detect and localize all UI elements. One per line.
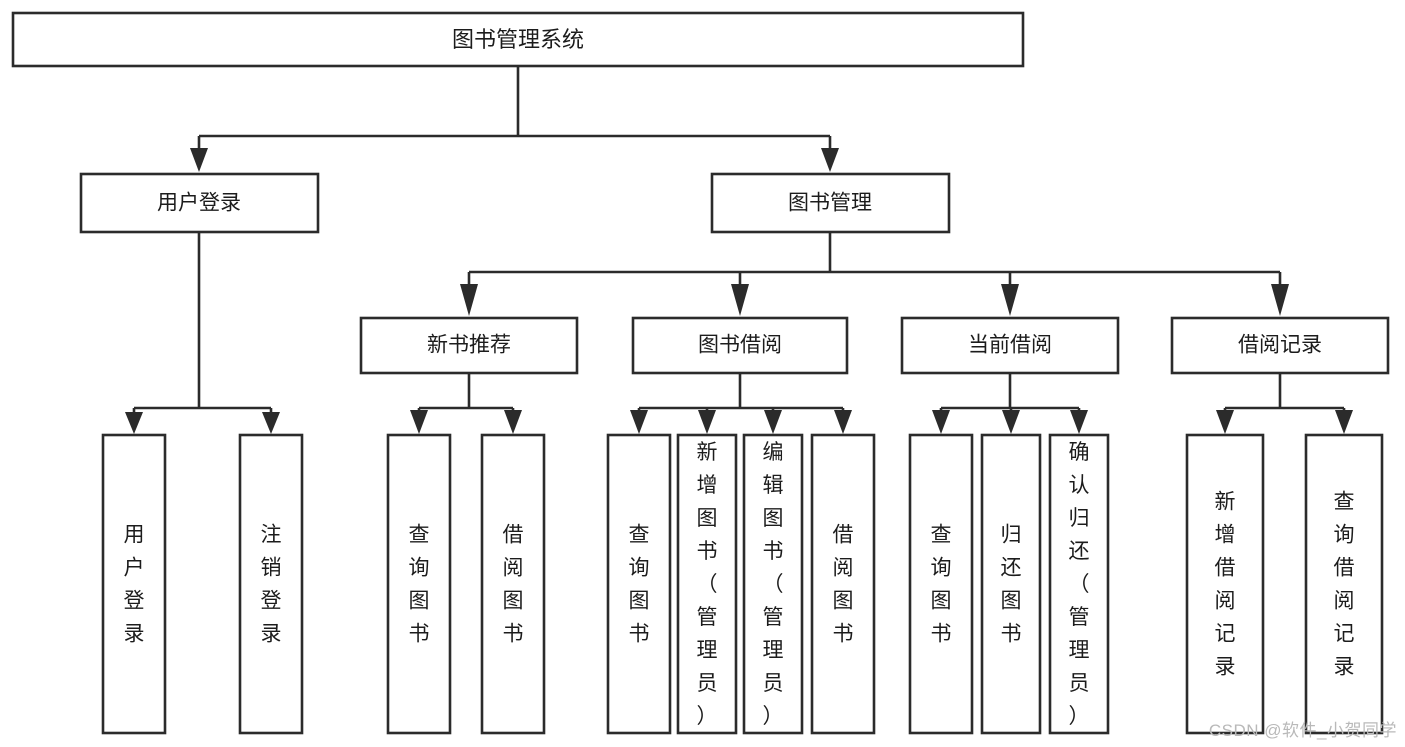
node-leaf-borrow-book-2[interactable]: 借阅图书	[810, 433, 876, 735]
arrow-head-new-book-recommend	[460, 284, 478, 316]
node-leaf-add-book[interactable]: 新增图书（管理员）	[676, 433, 738, 735]
node-new-book-recommend[interactable]: 新书推荐	[359, 316, 579, 375]
arrow-head-leaf-confirm-return	[1070, 410, 1088, 434]
leaf-node-layer: 用户登录 注销登录 查询图书 借阅图书 查询图书 新增图书（管理员） 编辑图书（管理员） 借阅…	[101, 433, 1384, 735]
node-leaf-borrow-book-1-label: 借阅图书	[503, 524, 524, 646]
node-leaf-borrow-book-1[interactable]: 借阅图书	[480, 433, 546, 735]
node-leaf-add-record-label: 新增借阅记录	[1215, 491, 1236, 679]
node-leaf-query-book-3[interactable]: 查询图书	[908, 433, 974, 735]
node-root-box[interactable]	[11, 11, 1025, 68]
node-new-book-recommend-box[interactable]	[359, 316, 579, 375]
node-leaf-borrow-book-2-box[interactable]	[810, 433, 876, 735]
arrow-head-user-login	[190, 148, 208, 172]
node-book-borrow-box[interactable]	[631, 316, 849, 375]
node-leaf-add-record-box[interactable]	[1185, 433, 1265, 735]
node-user-login-box[interactable]	[79, 172, 320, 234]
node-leaf-user-login-box[interactable]	[101, 433, 167, 735]
node-leaf-add-book-label: 新增图书（管理员）	[697, 441, 718, 728]
arrow-head-leaf-query-record	[1335, 410, 1353, 434]
arrow-head-leaf-user-login	[125, 412, 143, 434]
node-new-book-recommend-label: 新书推荐	[427, 334, 511, 357]
arrow-head-leaf-query-book-2	[630, 410, 648, 434]
node-leaf-confirm-return-label: 确认归还（管理员）	[1069, 441, 1090, 728]
arrow-head-leaf-query-book-3	[932, 410, 950, 434]
node-leaf-query-book-2[interactable]: 查询图书	[606, 433, 672, 735]
node-current-borrow[interactable]: 当前借阅	[900, 316, 1120, 375]
node-book-management-label: 图书管理	[788, 192, 872, 215]
node-leaf-confirm-return[interactable]: 确认归还（管理员）	[1048, 433, 1110, 735]
node-current-borrow-box[interactable]	[900, 316, 1120, 375]
node-leaf-user-login-label: 用户登录	[124, 524, 145, 646]
node-leaf-add-book-box[interactable]	[676, 433, 738, 735]
node-leaf-query-book-3-label: 查询图书	[931, 524, 952, 646]
node-current-borrow-label: 当前借阅	[968, 334, 1052, 357]
node-book-management-box[interactable]	[710, 172, 951, 234]
node-leaf-borrow-book-2-label: 借阅图书	[833, 524, 854, 646]
node-leaf-user-login[interactable]: 用户登录	[101, 433, 167, 735]
node-leaf-edit-book[interactable]: 编辑图书（管理员）	[742, 433, 804, 735]
node-user-login-label: 用户登录	[157, 192, 241, 215]
arrow-head-leaf-add-record	[1216, 410, 1234, 434]
node-leaf-query-record[interactable]: 查询借阅记录	[1304, 433, 1384, 735]
node-leaf-borrow-book-1-box[interactable]	[480, 433, 546, 735]
node-leaf-return-book-label: 归还图书	[1001, 524, 1022, 646]
node-borrow-record-label: 借阅记录	[1238, 334, 1322, 357]
node-borrow-record[interactable]: 借阅记录	[1170, 316, 1390, 375]
node-leaf-logout[interactable]: 注销登录	[238, 433, 304, 735]
node-leaf-confirm-return-box[interactable]	[1048, 433, 1110, 735]
node-leaf-edit-book-label: 编辑图书（管理员）	[763, 441, 784, 728]
node-leaf-return-book[interactable]: 归还图书	[980, 433, 1042, 735]
node-root-label: 图书管理系统	[452, 27, 584, 52]
node-leaf-query-book-2-label: 查询图书	[629, 524, 650, 646]
connector-layer	[125, 66, 1353, 434]
arrow-head-leaf-edit-book	[764, 410, 782, 434]
node-book-management[interactable]: 图书管理	[710, 172, 951, 234]
node-borrow-record-box[interactable]	[1170, 316, 1390, 375]
node-leaf-query-record-label: 查询借阅记录	[1334, 491, 1355, 679]
node-leaf-query-book-3-box[interactable]	[908, 433, 974, 735]
arrow-head-book-management	[821, 148, 839, 172]
node-leaf-edit-book-box[interactable]	[742, 433, 804, 735]
arrow-head-leaf-add-book	[698, 410, 716, 434]
node-root[interactable]: 图书管理系统	[11, 11, 1025, 68]
node-book-borrow[interactable]: 图书借阅	[631, 316, 849, 375]
node-leaf-add-record[interactable]: 新增借阅记录	[1185, 433, 1265, 735]
node-leaf-query-book-2-box[interactable]	[606, 433, 672, 735]
arrow-head-current-borrow	[1001, 284, 1019, 316]
node-leaf-query-book-1-label: 查询图书	[409, 524, 430, 646]
arrow-head-leaf-logout	[262, 412, 280, 434]
node-leaf-query-record-box[interactable]	[1304, 433, 1384, 735]
node-book-borrow-label: 图书借阅	[698, 334, 782, 357]
arrow-head-leaf-borrow-book-2	[834, 410, 852, 434]
arrow-head-leaf-return-book	[1002, 410, 1020, 434]
arrow-head-leaf-query-book-1	[410, 410, 428, 434]
arrow-head-leaf-borrow-book-1	[504, 410, 522, 434]
node-leaf-query-book-1[interactable]: 查询图书	[386, 433, 452, 735]
node-user-login[interactable]: 用户登录	[79, 172, 320, 234]
node-leaf-query-book-1-box[interactable]	[386, 433, 452, 735]
node-leaf-logout-box[interactable]	[238, 433, 304, 735]
node-leaf-logout-label: 注销登录	[261, 524, 282, 646]
arrow-head-book-borrow	[731, 284, 749, 316]
node-leaf-return-book-box[interactable]	[980, 433, 1042, 735]
arrow-head-borrow-record	[1271, 284, 1289, 316]
